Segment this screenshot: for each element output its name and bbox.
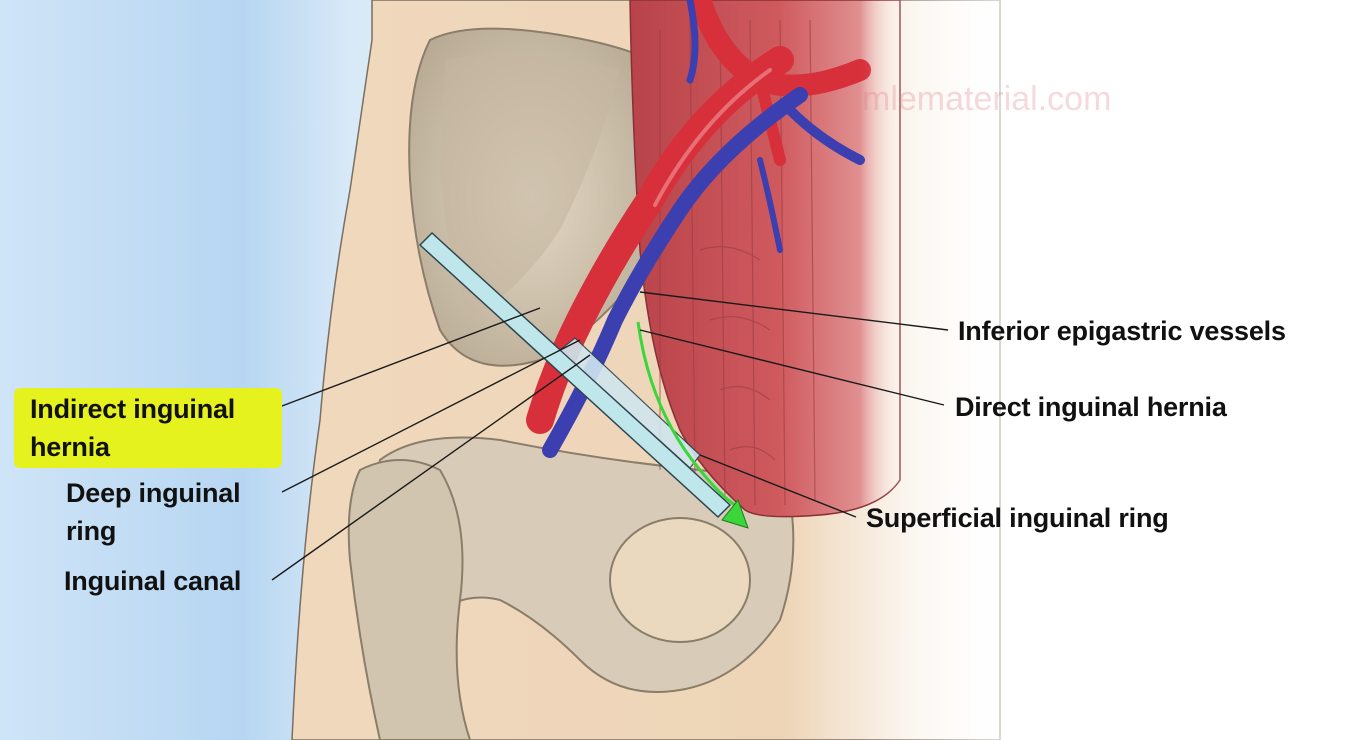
label-inferior-epigastric-vessels: Inferior epigastric vessels [958,316,1286,346]
leader-superficial-ring [699,454,857,518]
label-indirect-inguinal-hernia-line1: Indirect inguinal [30,394,236,424]
watermark: mlematerial.com [862,80,1112,118]
leader-inguinal-canal [271,354,591,581]
leader-inferior-epigastric [639,291,949,331]
label-deep-inguinal-ring-line1: Deep inguinal [66,478,241,508]
label-indirect-inguinal-hernia-line2: hernia [30,432,110,462]
label-direct-inguinal-hernia: Direct inguinal hernia [955,392,1227,422]
femur [347,459,472,740]
leader-direct-hernia [639,329,945,406]
indirect-hernia-highlight [14,388,282,468]
label-inguinal-canal: Inguinal canal [64,566,242,596]
leader-lines [271,291,949,581]
label-deep-inguinal-ring-line2: ring [66,516,117,546]
direct-hernia-arrow [636,321,736,507]
leader-deep-ring [281,339,581,493]
inguinal-canal-tube [418,231,732,519]
obturator-foramen [609,517,751,643]
label-superficial-inguinal-ring: Superficial inguinal ring [866,503,1169,533]
leader-indirect-hernia [281,307,541,407]
